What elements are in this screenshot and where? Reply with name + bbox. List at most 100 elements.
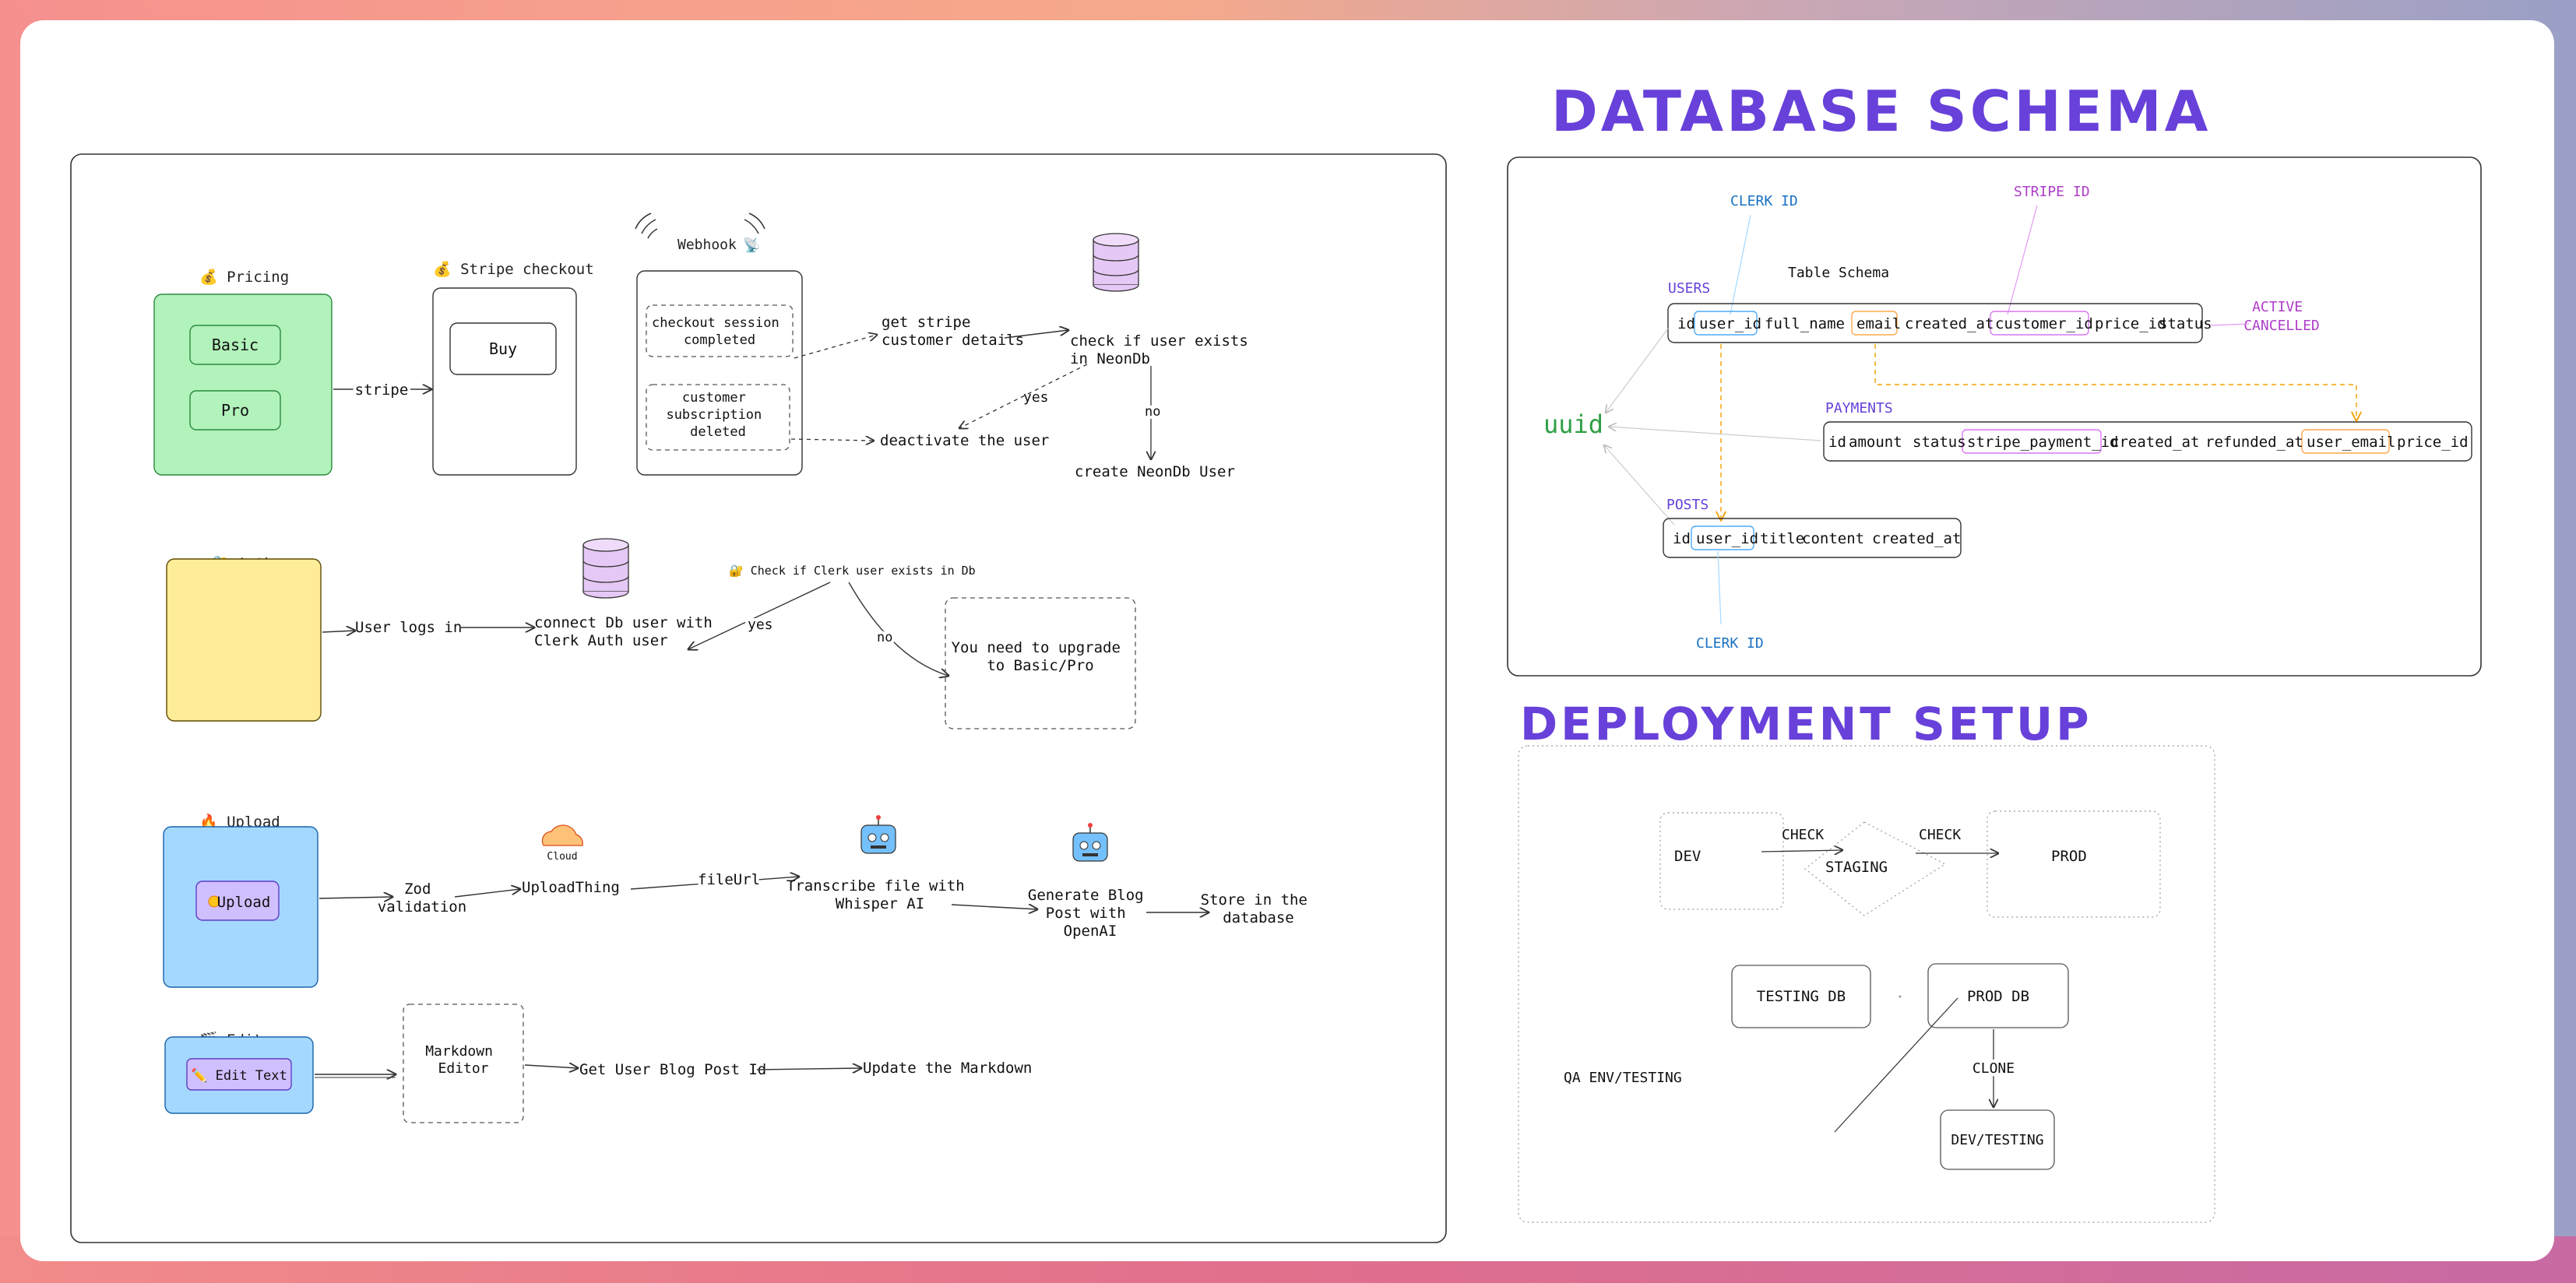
schema-title: DATABASE SCHEMA [1551, 79, 2211, 144]
prod-text: PROD [2051, 848, 2087, 865]
payments-field-highlights [1962, 429, 2390, 454]
robot-icon-generate [1072, 823, 1108, 862]
staging-text: STAGING [1825, 859, 1888, 876]
signal-icon [635, 213, 765, 239]
users-table [1667, 303, 2203, 343]
basic-button[interactable]: Basic [189, 325, 281, 365]
clerk-link-top [1730, 214, 1751, 315]
check1-text: CHECK [1782, 827, 1824, 843]
generate-text: Generate Blog Post with OpenAI [1028, 887, 1153, 940]
db-icon-auth [582, 538, 629, 599]
get-customer-text: get stripe customer details [882, 314, 1024, 349]
stripe-checkout-box [432, 287, 577, 476]
cloud-icon [541, 824, 583, 846]
arrow-get-customer-to-check [1004, 330, 1068, 339]
check-user-exists-text: check if user exists in NeonDb [1070, 332, 1257, 367]
edit-text-button-label: ✏️ Edit Text [191, 1067, 287, 1084]
upload-button-label: Upload [217, 894, 271, 911]
stripe-checkout-label: 💰 Stripe checkout [433, 260, 594, 278]
arrow-transcribe-to-generate [951, 905, 1037, 909]
markdown-editor-text: Markdown Editor [425, 1043, 501, 1077]
deactivate-text: deactivate the user [880, 432, 1049, 449]
prod-db-box [1927, 963, 2069, 1028]
upload-button[interactable]: Upload [195, 881, 280, 921]
payments-table [1823, 421, 2472, 462]
whiteboard-canvas: 💰 Pricing Basic Pro stripe 💰 Stripe chec… [20, 20, 2554, 1261]
yes-label-webhook: yes [1023, 389, 1049, 406]
auth-box [166, 558, 322, 722]
subscription-deleted-text: customer subscription deleted [666, 390, 769, 440]
buy-button[interactable]: Buy [449, 322, 557, 375]
uploadthing-text: UploadThing [522, 879, 620, 896]
pro-button-label: Pro [221, 401, 249, 420]
users-table-label: USERS [1668, 280, 1710, 297]
flow-frame [70, 153, 1447, 1243]
pricing-box [153, 294, 333, 476]
posts-fields: id user_id title content created_at [1673, 530, 1961, 547]
markdown-editor-box [403, 1004, 524, 1123]
arrow-checkout-to-get-customer [794, 335, 877, 359]
transcribe-text: Transcribe file with Whisper AI [787, 877, 973, 912]
satellite-icon: 📡 [743, 236, 760, 254]
arrow-auth-to-logs-in [322, 631, 355, 632]
arrow-upload-to-zod [318, 897, 392, 898]
users-fields: id user_id full_name email created_at cu… [1677, 315, 2212, 332]
yes-label-auth: yes [748, 617, 773, 633]
dev-testing-box [1940, 1109, 2055, 1170]
arrow-yes-connect [688, 582, 831, 649]
uuid-label: uuid [1543, 410, 1603, 439]
cloud-label: Cloud [547, 851, 577, 863]
connect-db-text: connect Db user with Clerk Auth user [534, 614, 721, 649]
clerk-link-bottom [1717, 550, 1722, 625]
prod-box [1987, 810, 2161, 918]
fileurl-text: fileUrl [698, 871, 760, 888]
pricing-label: 💰 Pricing [199, 268, 289, 286]
qa-env-text: QA ENV/TESTING [1564, 1070, 1682, 1086]
deployment-title: DEPLOYMENT SETUP [1520, 698, 2092, 750]
posts-user-id-highlight [1691, 526, 1754, 550]
deployment-frame [1518, 745, 2215, 1223]
testing-db-box [1731, 965, 1871, 1028]
check-clerk-text: 🔐 Check if Clerk user exists in Db [729, 564, 976, 578]
webhook-label: Webhook [677, 237, 737, 253]
basic-button-label: Basic [212, 336, 259, 354]
separator-dot [1899, 995, 1902, 998]
arrow-uploadthing-to-transcribe [630, 877, 799, 890]
edit-text-button[interactable]: ✏️ Edit Text [186, 1058, 292, 1091]
testing-db-text: TESTING DB [1757, 988, 1846, 1005]
posts-table [1663, 518, 1962, 558]
qa-pointer-line [1834, 997, 1958, 1133]
table-schema-label: Table Schema [1788, 265, 1889, 281]
posts-table-label: POSTS [1666, 497, 1709, 513]
status-values: ACTIVE CANCELLED [2243, 299, 2320, 334]
update-markdown-text: Update the Markdown [863, 1060, 1032, 1077]
schema-frame [1507, 156, 2482, 677]
dev-box [1659, 812, 1784, 910]
get-post-text: Get User Blog Post Id [579, 1061, 766, 1078]
email-to-user-email-link [1874, 344, 2356, 420]
arrow-no-upgrade [848, 582, 948, 676]
arrow-get-post-to-update [756, 1068, 861, 1070]
no-label-auth: no [877, 630, 892, 645]
logs-in-text: User logs in [355, 619, 462, 636]
status-link [2209, 323, 2250, 326]
create-user-text: create NeonDb User [1075, 463, 1235, 480]
arrow-dev-to-staging [1761, 850, 1842, 852]
payments-fields: id amount status stripe_payment_id creat… [1828, 434, 2469, 451]
checkout-session-event [646, 304, 794, 357]
arrow-editor-to-get-post [524, 1065, 578, 1068]
check2-text: CHECK [1919, 827, 1961, 843]
upload-button-icon [208, 895, 220, 908]
checkout-session-text: checkout session completed [652, 315, 787, 348]
buy-button-label: Buy [489, 339, 517, 358]
subscription-deleted-event [646, 384, 790, 451]
uuid-links [1604, 328, 1821, 526]
neondb-icon [1093, 233, 1139, 292]
upgrade-box [945, 597, 1136, 729]
clone-text: CLONE [1972, 1060, 2015, 1077]
zod-text: Zod validation [378, 881, 466, 916]
dev-text: DEV [1674, 848, 1701, 865]
arrow-zod-to-uploadthing [454, 889, 520, 898]
staging-diamond [1804, 821, 1947, 916]
pro-button[interactable]: Pro [189, 390, 281, 431]
